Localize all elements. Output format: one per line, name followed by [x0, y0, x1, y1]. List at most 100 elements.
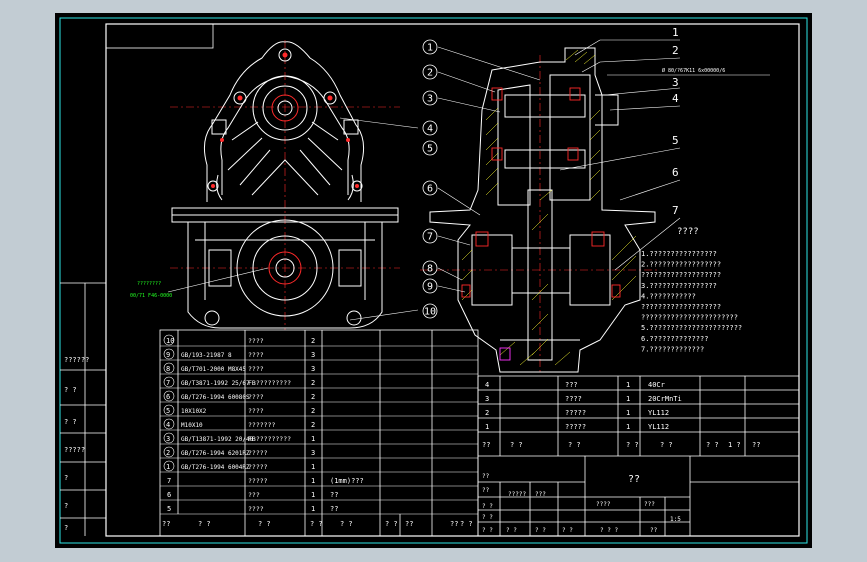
lower-bom-header: ? ?	[340, 520, 353, 528]
section-callout-8-label: 8	[427, 264, 433, 275]
title-block-cell: ??	[482, 487, 490, 494]
title-block-cell: ????	[596, 501, 611, 508]
section-callout-5-label: 5	[427, 144, 433, 155]
upper-bom-qty: 1	[626, 423, 630, 431]
lower-bom-qty: 1	[311, 463, 315, 471]
lower-bom-grid	[159, 329, 479, 537]
upper-bom-header: ? ?	[510, 441, 523, 449]
section-callout-3: 3	[422, 90, 438, 106]
upper-bom-header: ??	[482, 441, 490, 449]
upper-bom-material: 20CrMnTi	[648, 395, 682, 403]
lower-bom-no: 6	[167, 491, 171, 499]
lower-bom-qty: 3	[311, 365, 315, 373]
lower-bom-no: 1	[166, 463, 170, 471]
right-callout-1: 1	[672, 26, 679, 39]
lower-bom-code: 10X10X2	[181, 408, 207, 415]
tech-requirements-lines: 1.???????????????? 2.????????????????????…	[641, 250, 742, 353]
left-margin-label: ?	[64, 474, 68, 482]
lower-bom-name: ?????	[248, 463, 268, 471]
lower-bom-no: 2	[166, 449, 170, 457]
title-block-cell: ? ? ?	[600, 527, 618, 534]
right-callout-7: 7	[672, 204, 679, 217]
section-hatching	[461, 49, 637, 366]
left-margin-label: ?	[64, 502, 68, 510]
right-callout-3: 3	[672, 76, 679, 89]
section-callout-6: 6	[422, 180, 438, 196]
title-block-cells: ???????????????????1:5? ?? ?? ?? ?? ?? ?…	[482, 473, 681, 534]
lower-bom-name: ????	[248, 505, 264, 513]
section-callout-10-label: 10	[424, 307, 436, 318]
section-callout-1-label: 1	[427, 43, 433, 54]
upper-bom-header: ? ?	[660, 441, 673, 449]
title-block-cell: ??	[650, 527, 658, 534]
lower-bom-qty: 1	[311, 477, 315, 485]
lower-bom-no: 7	[167, 477, 171, 485]
lower-bom-name: FB?????????	[248, 379, 291, 387]
left-margin-strip	[60, 282, 106, 536]
tech-line: 4.???????????	[641, 292, 696, 300]
section-callout-2-label: 2	[427, 68, 433, 79]
lower-bom-qty: 2	[311, 421, 315, 429]
lower-bom-header: ??	[450, 520, 458, 528]
section-view	[429, 47, 656, 373]
lower-bom-name: FB?????????	[248, 435, 291, 443]
lower-bom-code: GB/T276-1994 60080S	[181, 394, 250, 401]
lower-bom-name: ?????	[248, 477, 268, 485]
upper-bom-qty: 1	[626, 381, 630, 389]
section-callout-3-label: 3	[427, 94, 433, 105]
upper-bom-header: ??	[752, 441, 760, 449]
lower-bom-no: 7	[166, 379, 170, 387]
right-callout-6: 6	[672, 166, 679, 179]
title-block-cell: ? ?	[506, 527, 517, 534]
lower-bom-header: ? ?	[258, 520, 271, 528]
left-margin-label: ?	[64, 524, 68, 532]
lower-bom-name: ????	[248, 407, 264, 415]
lower-bom-code: GB/T3871-1992 25/67	[181, 380, 250, 387]
lower-bom-qty: 1	[311, 505, 315, 513]
section-callout-8: 8	[422, 260, 438, 276]
tech-line: 3.????????????????	[641, 282, 717, 290]
tech-line: 2.?????????????????	[641, 261, 721, 269]
drawing-background	[55, 13, 812, 548]
upper-bom-material: YL112	[648, 409, 669, 417]
tech-requirements-title: ????	[677, 227, 699, 237]
lower-bom-material: (1mm)???	[330, 477, 364, 485]
title-block-name: ??	[628, 474, 640, 485]
tech-line: 1.????????????????	[641, 250, 717, 258]
lower-bom-code: GB/T13871-1992 20/48	[181, 436, 254, 443]
upper-bom-name: ???	[565, 381, 578, 389]
lower-bom-name: ????	[248, 337, 264, 345]
lower-bom-name: ????	[248, 351, 264, 359]
lower-bom-qty: 2	[311, 337, 315, 345]
lower-bom-code: GB/T276-1994 6004RZ	[181, 464, 250, 471]
upper-bom-material: YL112	[648, 423, 669, 431]
upper-bom-header: ? ?	[626, 441, 639, 449]
upper-bom-header: 1 ?	[728, 441, 741, 449]
lower-bom-qty: 2	[311, 393, 315, 401]
section-callout-4-label: 4	[427, 124, 433, 135]
tech-line: 5.??????????????????????	[641, 324, 742, 332]
left-margin-label: ??????	[64, 356, 89, 364]
lower-bom-header: ? ?	[198, 520, 211, 528]
lower-bom-no: 9	[166, 351, 170, 359]
lower-bom-code: GB/T276-1994 6201RZ	[181, 450, 250, 457]
section-callout-6-label: 6	[427, 184, 433, 195]
upper-bom-no: 3	[485, 395, 489, 403]
lower-bom-name: ????	[248, 393, 264, 401]
tech-line: ???????????????????	[641, 271, 721, 279]
lower-bom-no: 5	[167, 505, 171, 513]
section-callout-1: 1	[422, 39, 438, 55]
title-block-cell: ? ?	[482, 514, 493, 521]
upper-bom-header: ? ?	[568, 441, 581, 449]
centerlines	[170, 40, 660, 372]
lower-bom-code: GB/T701-2000 M8X45	[181, 366, 246, 373]
section-callout-5: 5	[422, 140, 438, 156]
lower-bom-no: 4	[166, 421, 170, 429]
title-block-cell: ???	[644, 501, 655, 508]
tech-line: 6.??????????????	[641, 335, 708, 343]
title-block-cell: 1:5	[670, 516, 681, 523]
left-margin-label: ? ?	[64, 386, 77, 394]
lower-bom-qty: 3	[311, 449, 315, 457]
